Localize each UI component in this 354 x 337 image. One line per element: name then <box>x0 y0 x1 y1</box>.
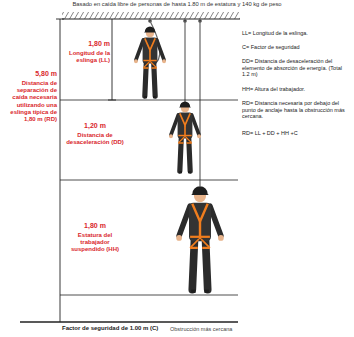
dimension-label: Factor de seguridad de 1.00 m (C) <box>62 325 170 332</box>
dimension-label: 1,20 m <box>64 122 126 130</box>
dimension-label: Obstrucción más cercana <box>170 326 270 333</box>
dimension-label: Distancia de separación de caída necesar… <box>2 80 57 123</box>
dimension-label: 5,80 m <box>2 70 57 78</box>
dimension-label: 1,80 m <box>64 222 126 230</box>
title: Basado en caída libre de personas de has… <box>0 1 354 8</box>
definition-note: RD= LL + DD + HH +C <box>242 130 350 137</box>
definition-note: C= Factor de seguridad <box>242 44 350 51</box>
dimension-label: Estatura del trabajador suspendido (HH) <box>64 232 126 254</box>
dimension-label: Longitud de la eslinga (LL) <box>62 50 110 64</box>
definition-note: LL= Longitud de la eslinga. <box>242 30 350 37</box>
definition-note: RD= Distancia necesaria por debajo del p… <box>242 100 350 120</box>
definition-note: HH= Altura del trabajador. <box>242 86 350 93</box>
dimension-label: 1,80 m <box>62 40 110 48</box>
dimension-label: Distancia de desaceleración (DD) <box>64 132 126 146</box>
definition-note: DD= Distancia de desaceleración del elem… <box>242 58 350 78</box>
